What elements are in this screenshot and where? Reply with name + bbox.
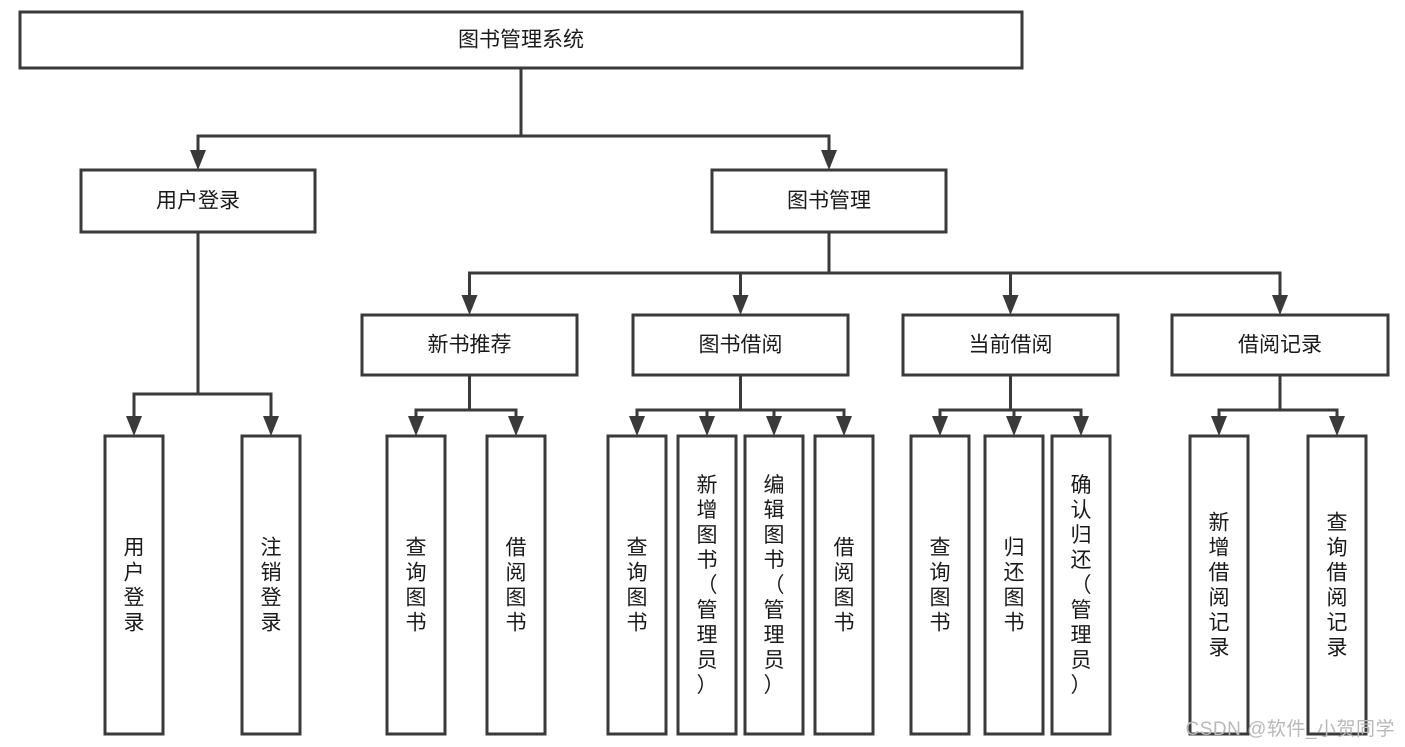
node-leaf-query-book-2[interactable]: 查询图书 <box>606 434 668 736</box>
node-label-leaf-user-logout: 注销登录 <box>261 537 282 635</box>
node-leaf-edit-book-admin[interactable]: 编辑图书（管理员） <box>743 434 805 736</box>
node-leaf-query-book-3[interactable]: 查询图书 <box>909 434 971 736</box>
node-box-root <box>18 10 1024 70</box>
node-label-leaf-confirm-return-admin: 确认归还（管理员） <box>1071 474 1092 697</box>
connector-layer <box>126 66 1345 436</box>
node-box-leaf-query-book-2 <box>606 434 668 736</box>
node-box-leaf-user-login <box>103 434 165 736</box>
node-leaf-add-borrow-record[interactable]: 新增借阅记录 <box>1188 434 1250 736</box>
node-box-current-borrow <box>901 313 1120 377</box>
node-box-leaf-add-book-admin <box>676 434 738 736</box>
node-leaf-add-book-admin[interactable]: 新增图书（管理员） <box>676 434 738 736</box>
node-leaf-user-logout[interactable]: 注销登录 <box>240 434 302 736</box>
node-label-current-borrow: 当前借阅 <box>969 334 1053 357</box>
node-label-borrow-record: 借阅记录 <box>1238 334 1322 357</box>
node-user-login[interactable]: 用户登录 <box>79 168 317 234</box>
node-label-leaf-add-borrow-record: 新增借阅记录 <box>1209 512 1230 660</box>
node-box-leaf-query-book-1 <box>385 434 447 736</box>
node-label-book-borrow: 图书借阅 <box>699 334 783 357</box>
node-label-leaf-query-book-1: 查询图书 <box>406 537 427 635</box>
node-box-leaf-user-logout <box>240 434 302 736</box>
node-box-leaf-return-book <box>983 434 1045 736</box>
node-box-book-management <box>710 168 948 234</box>
node-root[interactable]: 图书管理系统 <box>18 10 1024 70</box>
node-borrow-record[interactable]: 借阅记录 <box>1170 313 1390 377</box>
node-layer: 图书管理系统用户登录图书管理新书推荐图书借阅当前借阅借阅记录用户登录注销登录查询… <box>18 10 1390 736</box>
node-label-leaf-return-book: 归还图书 <box>1004 537 1025 635</box>
node-label-leaf-user-login: 用户登录 <box>124 537 145 635</box>
node-label-leaf-query-borrow-record: 查询借阅记录 <box>1327 512 1348 660</box>
node-book-borrow[interactable]: 图书借阅 <box>631 313 850 377</box>
node-leaf-borrow-book-1[interactable]: 借阅图书 <box>485 434 547 736</box>
node-label-user-login: 用户登录 <box>156 190 240 213</box>
node-leaf-query-borrow-record[interactable]: 查询借阅记录 <box>1306 434 1368 736</box>
node-box-leaf-edit-book-admin <box>743 434 805 736</box>
node-box-borrow-record <box>1170 313 1390 377</box>
node-box-new-book-recommend <box>360 313 579 377</box>
node-box-book-borrow <box>631 313 850 377</box>
node-label-root: 图书管理系统 <box>458 29 584 52</box>
node-label-leaf-borrow-book-2: 借阅图书 <box>834 537 855 635</box>
node-box-leaf-confirm-return-admin <box>1050 434 1112 736</box>
node-current-borrow[interactable]: 当前借阅 <box>901 313 1120 377</box>
node-box-leaf-borrow-book-2 <box>813 434 875 736</box>
node-new-book-recommend[interactable]: 新书推荐 <box>360 313 579 377</box>
node-leaf-return-book[interactable]: 归还图书 <box>983 434 1045 736</box>
csdn-watermark: CSDN @软件_小贺同学 <box>1185 719 1395 740</box>
node-label-leaf-query-book-3: 查询图书 <box>930 537 951 635</box>
node-label-new-book-recommend: 新书推荐 <box>428 334 512 357</box>
node-leaf-user-login[interactable]: 用户登录 <box>103 434 165 736</box>
node-book-management[interactable]: 图书管理 <box>710 168 948 234</box>
node-box-user-login <box>79 168 317 234</box>
node-leaf-query-book-1[interactable]: 查询图书 <box>385 434 447 736</box>
node-box-leaf-query-book-3 <box>909 434 971 736</box>
node-label-leaf-add-book-admin: 新增图书（管理员） <box>697 474 718 697</box>
node-box-leaf-query-borrow-record <box>1306 434 1368 736</box>
node-label-leaf-edit-book-admin: 编辑图书（管理员） <box>764 474 785 697</box>
node-label-book-management: 图书管理 <box>787 190 871 213</box>
node-label-leaf-query-book-2: 查询图书 <box>627 537 648 635</box>
node-label-leaf-borrow-book-1: 借阅图书 <box>506 537 527 635</box>
node-leaf-confirm-return-admin[interactable]: 确认归还（管理员） <box>1050 434 1112 736</box>
node-box-leaf-add-borrow-record <box>1188 434 1250 736</box>
node-box-leaf-borrow-book-1 <box>485 434 547 736</box>
node-leaf-borrow-book-2[interactable]: 借阅图书 <box>813 434 875 736</box>
